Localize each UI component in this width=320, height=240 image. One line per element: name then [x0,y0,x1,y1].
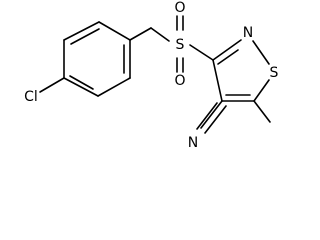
chemical-structure: Cl S O O N S N [24,0,278,151]
nitrile-bond [196,100,227,134]
aryl-ch2-bond [129,27,152,41]
c-cl-bond [39,77,65,93]
sulfonyl-oxygen-top-label: O [174,0,185,16]
sulfonyl-oxygen-bottom-label: O [174,73,185,89]
s-ring-bond [189,44,214,61]
ring-nitrogen-label: N [243,25,253,41]
ch2-s-bond [150,27,170,42]
nitrile-nitrogen-label: N [188,135,198,151]
sulfonyl-sulfur-label: S [176,37,185,53]
benzene-ring [63,21,131,97]
sulfonyl-oxygen-bonds [176,15,184,73]
methyl-bond [253,100,271,123]
isothiazole-ring [212,39,270,102]
chlorine-label: Cl [24,89,38,105]
atom-labels: Cl S O O N S N [24,0,278,151]
ring-sulfur-label: S [270,65,279,81]
